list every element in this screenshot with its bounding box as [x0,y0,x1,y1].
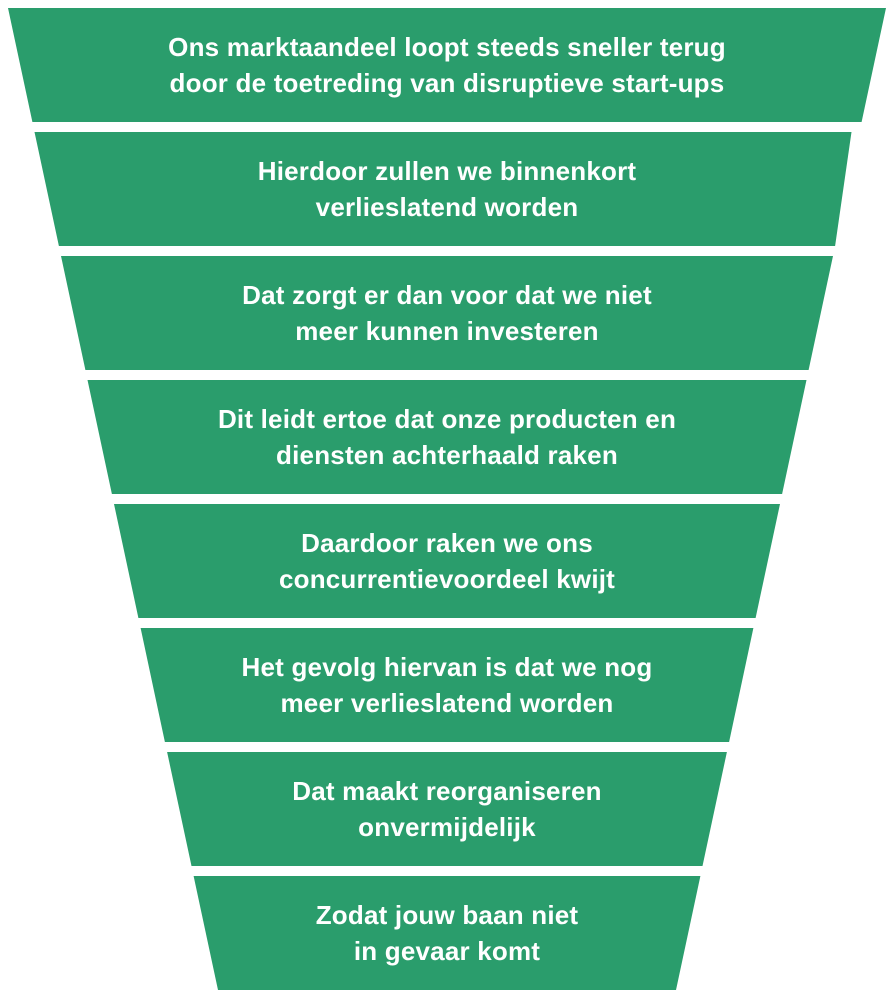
funnel-segment-5: Daardoor raken we ons concurrentievoorde… [114,504,780,618]
funnel-segment-6-line-2: meer verlieslatend worden [280,688,614,718]
funnel-segment-1-line-2: door de toetreding van disruptieve start… [169,68,725,98]
funnel-segment-7-line-1: Dat maakt reorganiseren [292,776,602,806]
funnel-segment-4: Dit leidt ertoe dat onze producten en di… [87,380,807,494]
funnel-segment-8-line-2: in gevaar komt [353,936,541,966]
funnel-segment-5-line-1: Daardoor raken we ons [301,528,593,558]
funnel-segment-4-line-2: diensten achterhaald raken [276,440,618,470]
funnel-segment-3: Dat zorgt er dan voor dat we niet meer k… [61,256,833,370]
funnel-segment-8-line-1: Zodat jouw baan niet [315,900,579,930]
funnel-segment-7: Dat maakt reorganiseren onvermijdelijk [167,752,727,866]
funnel-segment-2: Hierdoor zullen we binnenkort verlieslat… [34,132,852,246]
funnel-segment-3-line-1: Dat zorgt er dan voor dat we niet [242,280,652,310]
funnel-segment-3-line-2: meer kunnen investeren [295,316,599,346]
funnel-segment-6: Het gevolg hiervan is dat we nog meer ve… [140,628,754,742]
funnel-segment-5-line-2: concurrentievoordeel kwijt [278,564,616,594]
funnel-segment-2-line-2: verlieslatend worden [315,192,579,222]
funnel-segment-8: Zodat jouw baan niet in gevaar komt [193,876,701,990]
funnel-segment-2-line-1: Hierdoor zullen we binnenkort [257,156,637,186]
funnel-segment-1-line-1: Ons marktaandeel loopt steeds sneller te… [168,32,726,62]
funnel-segment-1: Ons marktaandeel loopt steeds sneller te… [8,8,886,122]
funnel-segment-4-line-1: Dit leidt ertoe dat onze producten en [217,404,677,434]
funnel-segment-7-line-2: onvermijdelijk [358,812,536,842]
funnel-segment-6-line-1: Het gevolg hiervan is dat we nog [241,652,653,682]
